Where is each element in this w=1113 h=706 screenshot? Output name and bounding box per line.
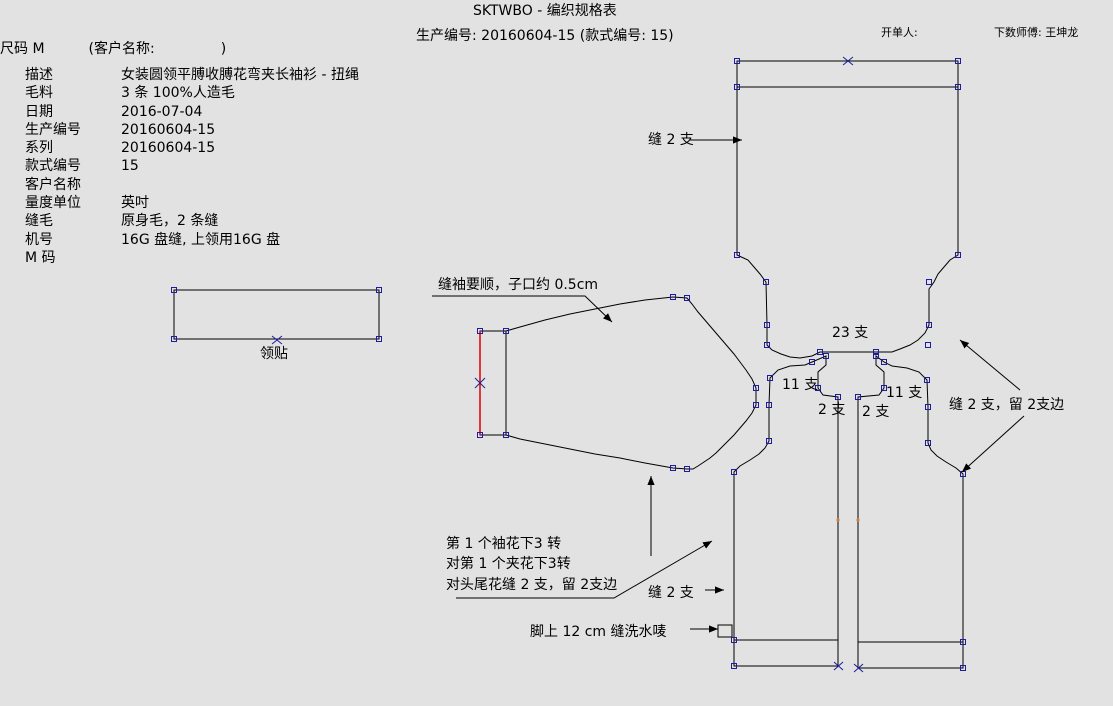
seam-left-label: 2 支 (818, 402, 845, 418)
upper-body-shape (736, 60, 959, 359)
front-right-x-icon (853, 663, 864, 673)
info-value: 3 条 100%人造毛 (121, 85, 235, 102)
armhole-left-label: 11 支 (782, 377, 818, 393)
master-label: 下数师傅: 王坤龙 (994, 26, 1079, 39)
info-key: 机号 (25, 231, 53, 248)
arrow-note-diagonal (456, 540, 713, 599)
sew-top-label: 缝 2 支 (648, 132, 694, 148)
info-value: 2016-07-04 (121, 103, 203, 120)
button-mark-icon (836, 518, 840, 522)
info-row: 机号 16G 盘缝, 上领用16G 盘 (25, 231, 359, 249)
note-line-2: 对第 1 个夹花下3转 (446, 555, 571, 572)
arrow-edge-up (959, 339, 1021, 391)
info-key: 缝毛 (25, 213, 53, 230)
customer-label: (客户名称: (88, 41, 155, 57)
arrow-sleeve-note (432, 295, 613, 323)
side-seam-label: 缝 2 支，留 2支边 (949, 397, 1064, 413)
info-key: 毛料 (25, 85, 53, 102)
info-key: 款式编号 (25, 158, 81, 175)
production-number-heading: 生产编号: 20160604-15 (款式编号: 15) (416, 28, 674, 44)
info-row: 毛料 3 条 100%人造毛 (25, 84, 359, 102)
collar-center-x-icon (271, 335, 283, 345)
sleeve-shape (479, 296, 757, 470)
customer-close: ) (220, 41, 227, 57)
info-row: 款式编号 15 (25, 157, 359, 175)
info-row: 日期 2016-07-04 (25, 103, 359, 121)
sleeve-note-label: 缝袖要顺，子口约 0.5cm (438, 277, 598, 293)
info-row: 缝毛 原身毛，2 条缝 (25, 212, 359, 230)
body-top-x-icon (842, 56, 854, 66)
info-value: 20160604-15 (121, 140, 216, 157)
arrow-edge-down (961, 415, 1025, 473)
info-value: 20160604-15 (121, 121, 216, 138)
note-line-3: 对头尾花缝 2 支，留 2支边 (446, 577, 617, 593)
info-row: 量度单位 英吋 (25, 194, 359, 212)
collar-patch-label: 领贴 (260, 346, 288, 362)
info-value: 原身毛，2 条缝 (121, 213, 219, 230)
size-label: 尺码 (0, 41, 28, 57)
info-value: 英吋 (121, 195, 149, 212)
neck-count-label: 23 支 (832, 325, 868, 341)
size-line: 尺码 M (客户名称:) (0, 38, 226, 58)
info-row: 客户名称 (25, 176, 359, 194)
info-value: 16G 盘缝, 上领用16G 盘 (121, 231, 281, 248)
info-value: 女装圆领平膊收膊花弯夹长袖衫 - 扭绳 (121, 67, 359, 83)
info-row: 系列 20160604-15 (25, 139, 359, 157)
info-key: 量度单位 (25, 195, 81, 212)
info-key: 描述 (25, 67, 53, 83)
info-row: 描述 女装圆领平膊收膊花弯夹长袖衫 - 扭绳 (25, 66, 359, 84)
info-value: 15 (121, 158, 139, 175)
info-key: 系列 (25, 140, 53, 157)
button-mark-icon (856, 518, 860, 522)
front-left-x-icon (833, 661, 844, 671)
info-row: 生产编号 20160604-15 (25, 121, 359, 139)
opener-label: 开单人: (881, 26, 918, 39)
sew-bottom-label: 缝 2 支 (648, 585, 694, 601)
armhole-right-label: 11 支 (886, 385, 922, 401)
info-key: M 码 (25, 249, 56, 266)
sleeve-center-x-icon (474, 377, 486, 389)
info-key: 客户名称 (25, 176, 81, 193)
size-value: M (32, 41, 45, 57)
info-key: 日期 (25, 103, 53, 120)
seam-right-label: 2 支 (862, 404, 889, 420)
spec-info-table: 描述 女装圆领平膊收膊花弯夹长袖衫 - 扭绳 毛料 3 条 100%人造毛 日期 20… (25, 66, 359, 267)
vertex-markers (171, 58, 966, 671)
page-title: SKTWBO - 编织规格表 (473, 3, 617, 19)
note-line-1: 第 1 个袖花下3 转 (446, 535, 561, 552)
hem-note-label: 脚上 12 cm 缝洗水唛 (530, 624, 667, 640)
info-row: M 码 (25, 249, 359, 267)
front-right-shape (857, 355, 964, 669)
wash-label-box (717, 624, 733, 638)
collar-patch-shape (173, 289, 380, 340)
info-key: 生产编号 (25, 121, 81, 138)
